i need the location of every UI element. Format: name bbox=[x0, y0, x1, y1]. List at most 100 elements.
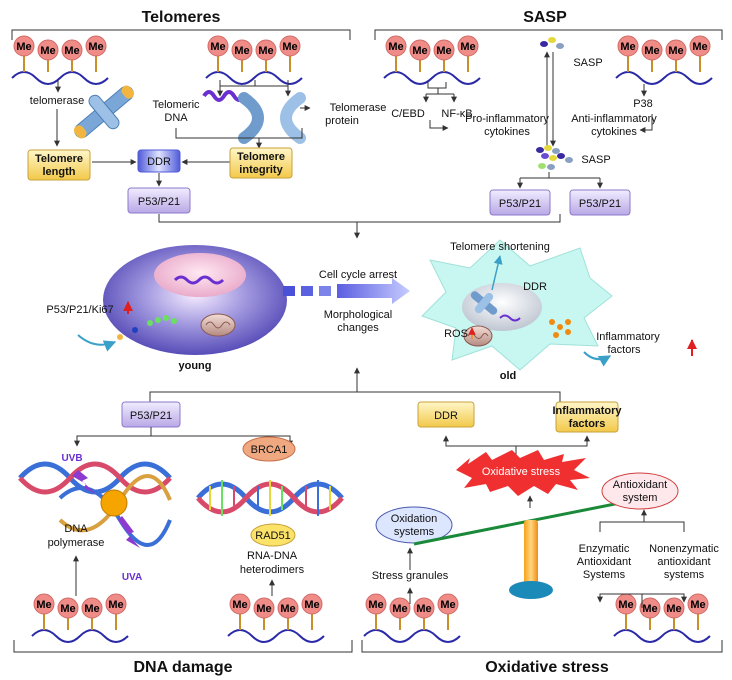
young-cell bbox=[103, 245, 287, 355]
methyl-label: Me bbox=[304, 599, 319, 611]
rna-dna-line2: heterodimers bbox=[240, 564, 305, 576]
methyl-circle bbox=[253, 597, 275, 619]
dna-wave bbox=[31, 629, 129, 643]
curved-arrow-icon bbox=[77, 334, 117, 352]
oxidation-systems-line1: Oxidation bbox=[391, 513, 437, 525]
brca1-shape bbox=[242, 436, 296, 462]
oxidation-systems-line2: systems bbox=[394, 526, 435, 538]
methyl-circle bbox=[413, 597, 435, 619]
ox-inflammatory-line2: factors bbox=[569, 418, 606, 430]
methyl-label: Me bbox=[40, 45, 55, 57]
methyl-circle bbox=[665, 39, 687, 61]
telomeric-dna-coil bbox=[202, 90, 246, 102]
methyl-label: Me bbox=[460, 41, 475, 53]
methyl-circle bbox=[277, 597, 299, 619]
p53p21-dna-label: P53/P21 bbox=[130, 410, 172, 422]
cell-cycle-arrest-label: Cell cycle arrest bbox=[319, 269, 397, 281]
enzymatic-line2: Antioxidant bbox=[577, 556, 631, 568]
methyl-label: Me bbox=[280, 603, 295, 615]
dna-wave bbox=[11, 71, 109, 85]
telomerase-label: telomerase bbox=[30, 95, 84, 107]
p53p21-sasp-b-label: P53/P21 bbox=[579, 198, 621, 210]
p53p21-telomeres-label: P53/P21 bbox=[138, 196, 180, 208]
morphological-line1: Morphological bbox=[324, 309, 392, 321]
methyl-circle bbox=[409, 39, 431, 61]
p53-marker-label: P53/P21/Ki67 bbox=[46, 304, 113, 316]
methyl-circle bbox=[85, 35, 107, 57]
methyl-label: Me bbox=[64, 45, 79, 57]
methyl-circle bbox=[689, 35, 711, 57]
methyl-circle bbox=[207, 35, 229, 57]
p53p21-box-telomeres bbox=[127, 187, 191, 214]
enzymatic-line3: Systems bbox=[583, 569, 626, 581]
section-title-oxidative-stress: Oxidative stress bbox=[485, 659, 609, 676]
oxidative-stress-panel: DDR Inflammatory factors Oxidative stres… bbox=[372, 401, 719, 608]
methyl-label: Me bbox=[692, 41, 707, 53]
mitochondrion-icon bbox=[200, 313, 236, 337]
stress-granules-label: Stress granules bbox=[372, 570, 449, 582]
telomeres-panel: telomerase Telomere length DDR Telomeric… bbox=[27, 80, 386, 214]
methyl-label: Me bbox=[666, 603, 681, 615]
nonenzymatic-line1: Nonenzymatic bbox=[649, 543, 719, 555]
methyl-circle bbox=[433, 39, 455, 61]
methyl-circle bbox=[61, 39, 83, 61]
p53p21-box-sasp-a bbox=[489, 189, 551, 216]
methyl-circle bbox=[641, 39, 663, 61]
methyl-label: Me bbox=[668, 45, 683, 57]
sasp-top-label: SASP bbox=[573, 57, 602, 69]
telomere-integrity-box bbox=[229, 147, 293, 179]
dna-polymerase-icon bbox=[100, 489, 128, 517]
methyl-circle bbox=[57, 597, 79, 619]
cebd-label: C/EBD bbox=[391, 108, 425, 120]
methyl-label: Me bbox=[412, 45, 427, 57]
methyl-circle bbox=[37, 39, 59, 61]
telomere-shortening-label: Telomere shortening bbox=[450, 241, 550, 253]
inflammatory-line2: factors bbox=[607, 344, 641, 356]
methyl-label: Me bbox=[234, 45, 249, 57]
methyl-circle bbox=[365, 593, 387, 615]
methyl-circle bbox=[617, 35, 639, 57]
methyl-label: Me bbox=[88, 41, 103, 53]
methyl-label: Me bbox=[392, 603, 407, 615]
dna-polymerase-line2: polymerase bbox=[48, 537, 105, 549]
antioxidant-line2: system bbox=[623, 492, 658, 504]
methyl-circle bbox=[231, 39, 253, 61]
rad51-label: RAD51 bbox=[255, 530, 290, 542]
methyl-label: Me bbox=[620, 41, 635, 53]
methyl-circle bbox=[13, 35, 35, 57]
methyl-circle bbox=[255, 39, 277, 61]
nonenzymatic-line3: systems bbox=[664, 569, 705, 581]
dna-helix-left bbox=[18, 461, 172, 547]
methyl-circle bbox=[385, 35, 407, 57]
methyl-label: Me bbox=[642, 603, 657, 615]
dna-wave bbox=[227, 629, 325, 643]
methyl-circle bbox=[279, 35, 301, 57]
methyl-label: Me bbox=[618, 599, 633, 611]
section-brackets bbox=[11, 29, 723, 653]
ox-ddr-box bbox=[417, 401, 475, 428]
top-connector bbox=[158, 214, 561, 239]
methyl-label: Me bbox=[36, 599, 51, 611]
methyl-circle bbox=[33, 593, 55, 615]
p38-label: P38 bbox=[633, 98, 653, 110]
methyl-label: Me bbox=[108, 599, 123, 611]
uvb-label: UVB bbox=[61, 453, 82, 464]
inflammatory-line1: Inflammatory bbox=[596, 331, 660, 343]
section-title-telomeres: Telomeres bbox=[142, 9, 221, 26]
sasp-particles-top bbox=[540, 37, 564, 49]
telomere-length-box bbox=[27, 149, 91, 181]
ddr-label: DDR bbox=[147, 156, 171, 168]
ox-inflammatory-box bbox=[555, 401, 619, 433]
mitochondrion-icon bbox=[463, 325, 493, 347]
ox-inflammatory-line1: Inflammatory bbox=[552, 405, 622, 417]
ox-ddr-label: DDR bbox=[434, 410, 458, 422]
ros-label: ROS bbox=[444, 328, 468, 340]
antioxidant-line1: Antioxidant bbox=[613, 479, 667, 491]
